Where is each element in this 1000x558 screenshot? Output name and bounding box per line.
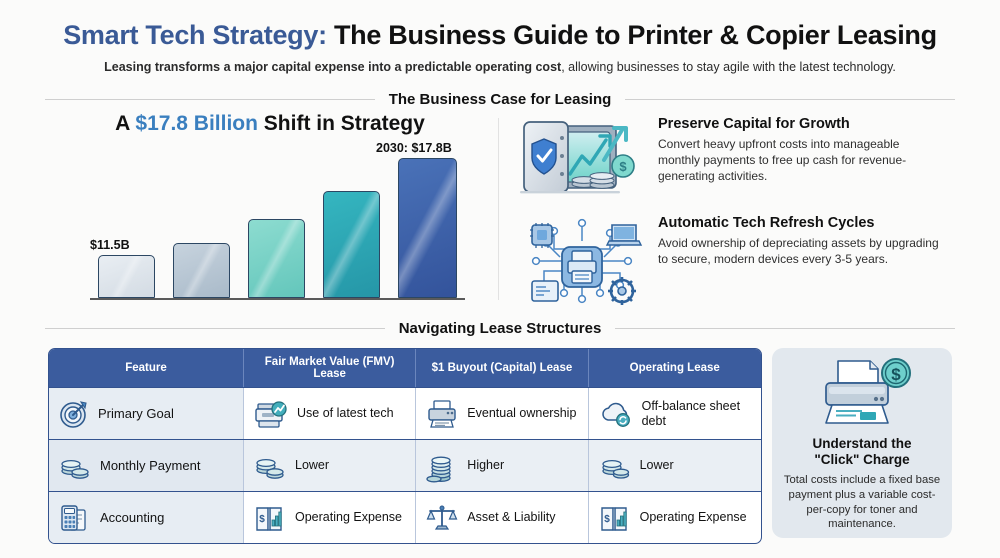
table-cell-label: Use of latest tech xyxy=(297,406,394,421)
safe-growth-icon: $ xyxy=(518,116,646,202)
svg-text:$: $ xyxy=(891,365,901,384)
benefit-description: Avoid ownership of depreciating assets b… xyxy=(658,235,939,266)
chart-bar-label-first: $11.5B xyxy=(90,238,130,252)
table-row: Monthly Payment Lower xyxy=(49,439,761,491)
benefit-title: Automatic Tech Refresh Cycles xyxy=(658,215,875,231)
table-cell-operating: Lower xyxy=(588,440,761,491)
divider-left xyxy=(45,328,385,329)
scales-icon xyxy=(426,502,458,534)
table-cell-label: Lower xyxy=(639,458,674,473)
bar-gloss xyxy=(249,220,304,297)
benefit-tech-refresh: Automatic Tech Refresh Cycles Avoid owne… xyxy=(518,215,940,307)
page-subtitle: Leasing transforms a major capital expen… xyxy=(0,60,1000,74)
chart-bar-1 xyxy=(98,255,155,298)
table-cell-label: Monthly Payment xyxy=(100,457,201,473)
card-title-line1: Understand the xyxy=(812,436,912,451)
calculator-icon xyxy=(59,502,91,534)
benefit-description: Convert heavy upfront costs into managea… xyxy=(658,136,907,184)
table-cell-fmv: Lower xyxy=(244,440,417,491)
chart-title-accent: $17.8 Billion xyxy=(135,112,258,135)
chart-plot-area: $11.5B 2030: $17.8B xyxy=(90,141,465,300)
table-cell-fmv: Use of latest tech xyxy=(244,388,417,439)
section-heading-lease-structures: Navigating Lease Structures xyxy=(45,320,956,337)
target-icon xyxy=(59,399,89,429)
copier-check-icon xyxy=(254,398,288,430)
svg-text:$: $ xyxy=(619,159,627,174)
coins-icon xyxy=(599,451,631,481)
table-cell-buyout: Eventual ownership xyxy=(416,388,589,439)
svg-text:$: $ xyxy=(604,514,610,525)
chart-title-pre: A xyxy=(115,112,136,135)
table-header-feature: Feature xyxy=(49,349,244,387)
table-header-operating: Operating Lease xyxy=(629,362,720,374)
click-charge-card: $ Understand the "Click" Charge Total co… xyxy=(772,348,952,538)
card-title-line2: "Click" Charge xyxy=(814,452,910,468)
table-cell-feature: Primary Goal xyxy=(49,388,244,439)
page-title-rest: The Business Guide to Printer & Copier L… xyxy=(326,20,937,50)
table-cell-label: Eventual ownership xyxy=(467,406,577,421)
chart-bar-5 xyxy=(398,158,457,298)
card-title: Understand the "Click" Charge xyxy=(783,436,941,468)
table-cell-feature: Accounting xyxy=(49,492,244,543)
table-row: Primary Goal Use of latest tech xyxy=(49,387,761,439)
bar-gloss xyxy=(174,244,229,297)
table-cell-buyout: Asset & Liability xyxy=(416,492,589,543)
cloud-sync-icon xyxy=(599,399,633,429)
bar-gloss xyxy=(99,256,154,297)
table-row: Accounting $ Operating Expense xyxy=(49,491,761,543)
table-cell-label: Asset & Liability xyxy=(467,510,556,525)
printer-icon xyxy=(426,398,458,430)
coins-icon xyxy=(254,451,286,481)
table-cell-label: Primary Goal xyxy=(98,405,174,421)
bar-gloss xyxy=(399,159,456,297)
printer-dollar-icon: $ xyxy=(810,357,914,429)
growth-bar-chart: A $17.8 Billion Shift in Strategy $11.5B… xyxy=(60,112,480,307)
table-header-row: Feature Fair Market Value (FMV) Lease $1… xyxy=(49,349,761,387)
divider-left xyxy=(45,99,375,100)
bar-gloss xyxy=(324,192,379,297)
page-subtitle-bold: Leasing transforms a major capital expen… xyxy=(104,60,562,74)
table-cell-label: Higher xyxy=(467,458,505,473)
ledger-book-icon: $ xyxy=(254,502,286,534)
page-title-accent: Smart Tech Strategy: xyxy=(63,20,327,50)
column-divider xyxy=(498,118,499,300)
chart-bar-3 xyxy=(248,219,305,298)
table-cell-label: Accounting xyxy=(100,509,165,525)
chart-bar-2 xyxy=(173,243,230,298)
benefit-text-block: Preserve Capital for Growth Convert heav… xyxy=(658,116,940,184)
benefit-text-block: Automatic Tech Refresh Cycles Avoid owne… xyxy=(658,215,940,267)
benefit-preserve-capital: $ Preserve Capital for Growth Convert he… xyxy=(518,116,940,202)
divider-right xyxy=(625,99,956,100)
coins-tall-icon xyxy=(426,449,458,483)
table-cell-label: Operating Expense xyxy=(639,510,747,525)
table-cell-fmv: $ Operating Expense xyxy=(244,492,417,543)
page-subtitle-rest: , allowing businesses to stay agile with… xyxy=(561,60,896,74)
table-header-fmv: Fair Market Value (FMV) Lease xyxy=(244,349,417,387)
section-heading-label: Navigating Lease Structures xyxy=(398,320,602,337)
table-cell-buyout: Higher xyxy=(416,440,589,491)
table-cell-feature: Monthly Payment xyxy=(49,440,244,491)
table-cell-label: Off-balance sheet debt xyxy=(641,398,741,428)
chart-bar-4 xyxy=(323,191,380,298)
page-title: Smart Tech Strategy: The Business Guide … xyxy=(0,20,1000,51)
svg-text:$: $ xyxy=(259,514,265,525)
chart-title-post: Shift in Strategy xyxy=(257,112,425,135)
divider-right xyxy=(615,328,956,329)
coins-icon xyxy=(59,451,91,481)
benefit-title: Preserve Capital for Growth xyxy=(658,116,850,132)
table-cell-operating: Off-balance sheet debt xyxy=(589,388,761,439)
card-description: Total costs include a fixed base payment… xyxy=(783,474,941,531)
circuit-printer-icon xyxy=(518,215,646,307)
table-cell-label: Lower xyxy=(295,458,330,473)
chart-bar-label-last: 2030: $17.8B xyxy=(376,141,452,155)
lease-comparison-table: Feature Fair Market Value (FMV) Lease $1… xyxy=(48,348,762,544)
table-header-buyout: $1 Buyout (Capital) Lease xyxy=(416,349,589,387)
chart-title: A $17.8 Billion Shift in Strategy xyxy=(60,112,480,136)
chart-baseline xyxy=(90,298,465,300)
section-heading-label: The Business Case for Leasing xyxy=(388,91,612,108)
table-cell-label: Operating Expense xyxy=(295,510,403,525)
section-heading-business-case: The Business Case for Leasing xyxy=(45,91,956,108)
ledger-book-icon: $ xyxy=(599,502,631,534)
table-cell-operating: $ Operating Expense xyxy=(589,492,761,543)
